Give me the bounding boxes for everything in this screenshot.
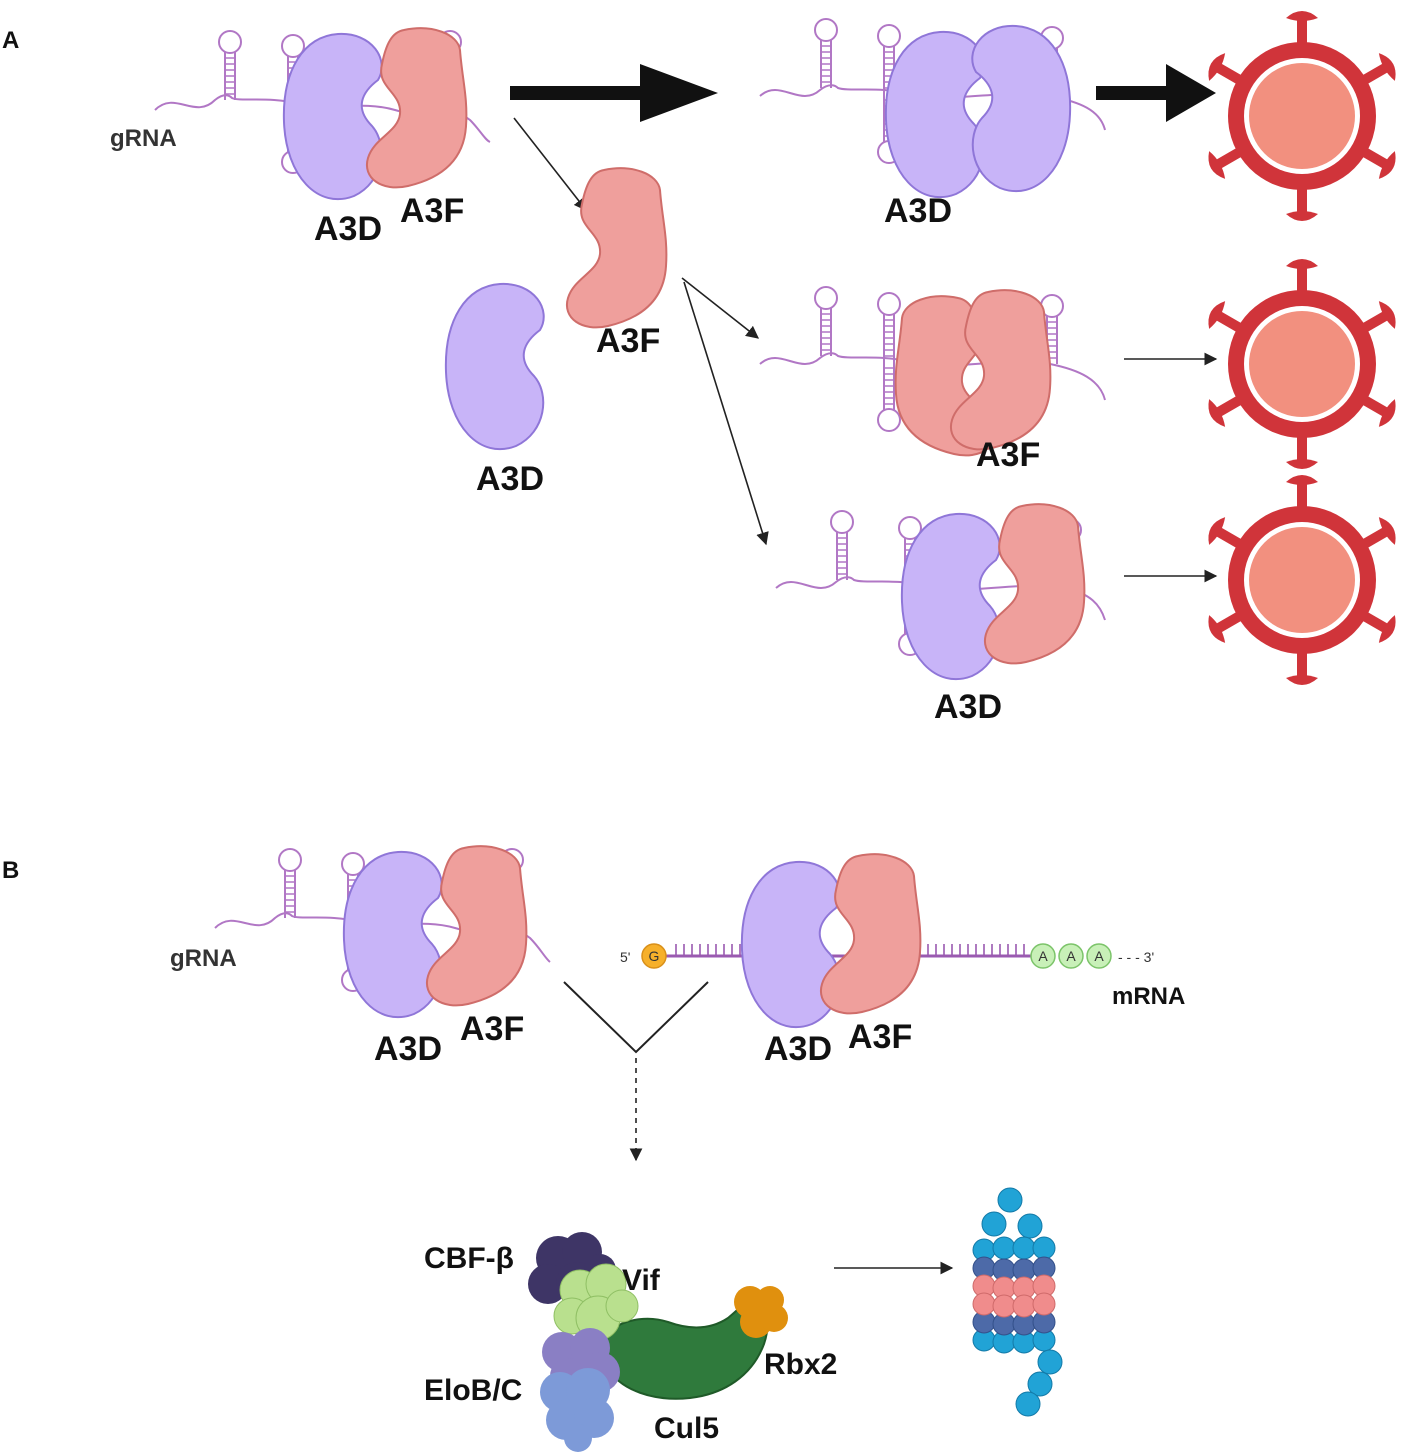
a3f-protein (819, 853, 922, 1015)
mrna-three-prime: - - - 3' (1118, 949, 1154, 965)
arrow-to-heterodimer (683, 281, 769, 546)
ubiquitin-ligase-complex (528, 1232, 788, 1452)
label-a3d-homodimer: A3D (884, 192, 952, 230)
free-a3f-protein (565, 167, 668, 329)
big-arrow-2 (1096, 64, 1216, 122)
mrna-cap-letter: G (649, 948, 660, 964)
eloc-protein (540, 1368, 614, 1452)
a3d-protein-right (971, 24, 1072, 193)
poly-a-2: A (1066, 948, 1076, 964)
label-cbf-beta: CBF-β (424, 1242, 514, 1275)
label-free-a3d: A3D (476, 460, 544, 498)
label-heterodimer: A3D (934, 688, 1002, 726)
a3d-protein (900, 512, 1001, 681)
grna-a3d-a3f-complex-b (214, 845, 551, 1019)
arrow-to-a3f-dimer (681, 277, 760, 339)
label-mrna: mRNA (1112, 983, 1185, 1010)
poly-a-1: A (1038, 948, 1048, 964)
label-vif: Vif (622, 1264, 661, 1297)
grna-a3d-a3f-complex-a (154, 27, 491, 201)
a3d-homodimer-complex (759, 18, 1106, 199)
big-arrow-1 (510, 64, 718, 122)
dissociation-arrow (513, 117, 587, 212)
label-a3d-complex-a: A3D (314, 210, 382, 248)
mrna-a3d-a3f-complex: 5' G A A A - - - 3' (620, 853, 1154, 1029)
convergence-lines (563, 981, 709, 1054)
a3d-protein-left (884, 30, 985, 199)
rbx2-protein (734, 1286, 788, 1338)
poly-a-3: A (1094, 948, 1104, 964)
virion-icon (1203, 11, 1401, 221)
label-rbx2: Rbx2 (764, 1348, 837, 1381)
virion-icon (1203, 259, 1401, 469)
grna-label-a: gRNA (110, 125, 177, 152)
a3d-protein (342, 850, 443, 1019)
label-elob-c: EloB/C (424, 1374, 522, 1407)
a3d-protein (282, 32, 383, 201)
label-a3f-complex-a: A3F (400, 192, 464, 230)
a3f-protein (983, 503, 1086, 665)
proteasome-icon (972, 1187, 1063, 1417)
grna-label-b: gRNA (170, 945, 237, 972)
label-a3d-mrna: A3D (764, 1030, 832, 1068)
label-cul5: Cul5 (654, 1412, 719, 1445)
label-a3f-complex-b: A3F (460, 1010, 524, 1048)
label-free-a3f: A3F (596, 322, 660, 360)
label-a3d-complex-b: A3D (374, 1030, 442, 1068)
a3d-a3f-heterodimer-complex (775, 503, 1106, 681)
label-a3f-homodimer: A3F (976, 436, 1040, 474)
label-a3f-mrna: A3F (848, 1018, 912, 1056)
mrna-cap (641, 943, 667, 969)
panel-a-letter: A (2, 27, 19, 54)
virion-icon (1203, 475, 1401, 685)
free-a3d-protein (444, 282, 545, 451)
a3f-homodimer-complex (759, 286, 1106, 457)
panel-b-letter: B (2, 857, 19, 884)
mrna-five-prime: 5' (620, 949, 630, 965)
